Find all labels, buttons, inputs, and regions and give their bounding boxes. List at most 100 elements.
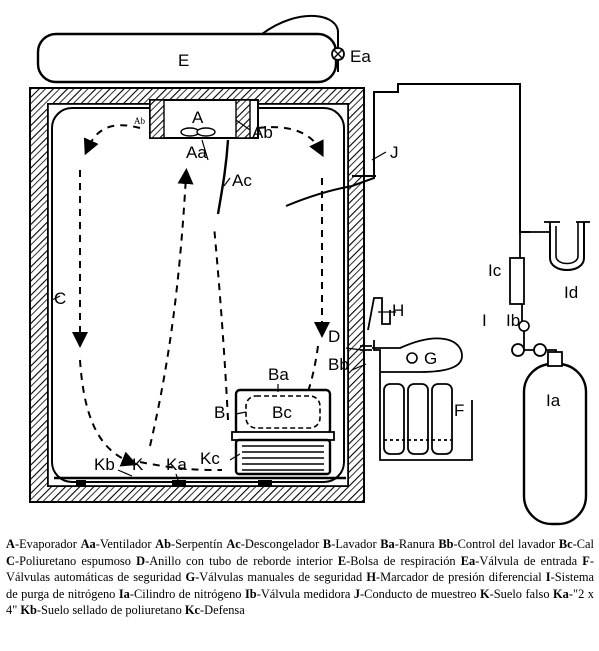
legend-code: Ac [226, 537, 241, 551]
legend-text: -Evaporador [14, 537, 77, 551]
legend-text: -Cal [572, 537, 594, 551]
legend-text: -Suelo falso [489, 586, 550, 601]
legend-text: -Serpentín [171, 537, 223, 551]
sampling-line [285, 83, 530, 233]
legend-text: -Sistema de purga de nitrógeno [6, 570, 594, 601]
label-A: A [192, 108, 204, 127]
legend-code: I [545, 570, 551, 585]
safety-valves [383, 383, 453, 455]
legend-text: -Control del lavador [453, 537, 556, 551]
legend-text: -Marcador de presión diferencial [375, 570, 542, 585]
legend-entry: Ka-"2 x 4" [6, 587, 594, 618]
legend-entry: C-Poliuretano espumoso [6, 554, 131, 568]
legend-entry: J-Conducto de muestreo [354, 587, 477, 601]
legend-code: Kb [20, 603, 37, 618]
legend-code: J [353, 586, 361, 601]
legend-entry: Ba-Ranura [380, 537, 434, 551]
label-Ea: Ea [350, 47, 371, 66]
legend-code: Ba [380, 537, 395, 551]
legend-code: D [136, 553, 146, 568]
label-Bc: Bc [272, 403, 292, 422]
label-D: D [328, 327, 340, 346]
legend-entry: Aa-Ventilador [81, 537, 152, 551]
legend-entry: Kc-Defensa [185, 603, 245, 617]
legend-code: H [366, 570, 376, 585]
label-Bb: Bb [328, 355, 349, 374]
legend-text: -Anillo con tubo de reborde interior [145, 553, 333, 568]
label-H: H [392, 301, 404, 320]
legend-entry: D-Anillo con tubo de reborde interior [136, 554, 333, 568]
legend-entry: Kb-Suelo sellado de poliuretano [20, 603, 181, 617]
fan-icon [180, 127, 216, 137]
legend-entry: F-Válvulas automáticas de seguridad [6, 554, 594, 585]
legend-text: -Bolsa de respiración [346, 553, 456, 568]
legend-entry: Ea-Válvula de entrada [461, 554, 577, 568]
legend-code: Ia [118, 586, 130, 601]
legend-code: A [6, 537, 15, 551]
legend-code: Bb [438, 537, 454, 551]
legend-entry: Ac-Descongelador [226, 537, 319, 551]
label-Ab: Ab [252, 123, 273, 142]
legend-entry: I-Sistema de purga de nitrógeno [6, 570, 594, 601]
pressure-gauge [367, 297, 396, 331]
label-I: I [482, 311, 487, 330]
label-Ia: Ia [546, 391, 561, 410]
legend-code: K [479, 586, 490, 601]
legend-code: Aa [80, 537, 96, 551]
legend-text: -Conducto de muestreo [360, 586, 477, 601]
figure-caption: A-Evaporador Aa-Ventilador Ab-Serpentín … [6, 536, 594, 619]
legend-text: -Lavador [331, 537, 377, 551]
label-Ic: Ic [488, 261, 502, 280]
legend-entry: Ab-Serpentín [155, 537, 222, 551]
label-J: J [390, 143, 399, 162]
air-flow-arrows [72, 124, 330, 471]
legend-entry: A-Evaporador [6, 537, 77, 551]
legend-code: Ea [460, 553, 476, 568]
legend-text: -Descongelador [240, 537, 320, 551]
legend-code: G [185, 570, 196, 585]
legend-code: Kc [184, 603, 201, 618]
legend-code: Ka [553, 586, 569, 601]
legend-text: -"2 x 4" [6, 586, 594, 618]
label-Ka: Ka [166, 455, 187, 474]
label-Kb: Kb [94, 455, 115, 474]
label-K: K [132, 455, 144, 474]
legend-entry: Ib-Válvula medidora [245, 587, 350, 601]
legend-text: -Ranura [394, 537, 435, 551]
legend-code: Ib [244, 586, 257, 601]
legend-code: F [582, 553, 590, 568]
legend-text: -Defensa [200, 603, 245, 618]
legend-entry: B-Lavador [323, 537, 377, 551]
legend-code: Bc [558, 537, 573, 551]
nitrogen-purge-system [509, 221, 590, 526]
label-F: F [454, 401, 464, 420]
label-E: E [178, 51, 189, 70]
legend-code: C [6, 553, 15, 568]
label-C: C [54, 289, 66, 308]
label-B: B [214, 403, 225, 422]
legend-text: -Válvula medidora [256, 586, 351, 601]
label-Kc: Kc [200, 449, 220, 468]
storage-room-diagram: E Ea A Ab Ab Aa Ac J C H I D Bb G Ba B B… [29, 14, 590, 526]
legend-text: -Cilindro de nitrógeno [129, 586, 242, 601]
legend-text: -Válvulas manuales de seguridad [195, 570, 363, 585]
legend-entry: Ia-Cilindro de nitrógeno [119, 587, 242, 601]
diagram-svg: E Ea A Ab Ab Aa Ac J C H I D Bb G Ba B B… [29, 14, 590, 526]
legend-text: -Válvula de entrada [475, 553, 578, 568]
legend-code: Ab [155, 537, 172, 551]
legend-text: -Poliuretano espumoso [14, 553, 131, 568]
label-Ib: Ib [506, 311, 520, 330]
label-Ba: Ba [268, 365, 289, 384]
legend-code: E [337, 553, 347, 568]
false-floor [54, 476, 346, 486]
label-Ac: Ac [232, 171, 252, 190]
defroster-line [216, 139, 230, 215]
legend-code: B [322, 537, 332, 551]
manual-valve-icon [406, 352, 418, 364]
legend-entry: H-Marcador de presión diferencial [366, 570, 541, 584]
legend-entry: Bb-Control del lavador [438, 537, 555, 551]
label-Aa: Aa [186, 143, 207, 162]
legend-entry: G-Válvulas manuales de seguridad [185, 570, 362, 584]
legend-text: -Ventilador [95, 537, 152, 551]
label-Id: Id [564, 283, 578, 302]
